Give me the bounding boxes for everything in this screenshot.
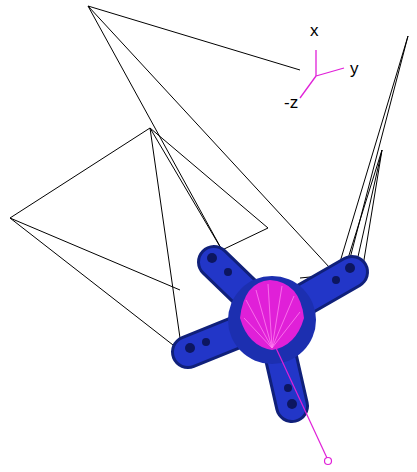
axis-triad xyxy=(300,50,344,98)
load-vector xyxy=(276,348,332,465)
axis-line xyxy=(315,50,316,76)
cable-line xyxy=(355,150,382,270)
cable-line xyxy=(150,128,182,352)
axis-label: y xyxy=(350,60,359,77)
mesh-dome xyxy=(240,280,304,350)
cable-line xyxy=(88,6,300,70)
bolt-hole xyxy=(332,276,340,284)
axis-label: x xyxy=(310,22,319,39)
bolt-hole xyxy=(224,268,232,276)
part-outline xyxy=(188,262,352,406)
bolt-hole xyxy=(202,338,210,346)
cable-line xyxy=(88,6,330,268)
cable-line xyxy=(10,128,182,352)
bolt-hole xyxy=(284,384,292,392)
bolt-hole xyxy=(207,253,217,263)
mesh-ray xyxy=(244,284,300,348)
bolt-holes xyxy=(185,253,355,409)
part-body xyxy=(188,262,352,406)
connector-lines xyxy=(10,6,408,352)
cable-line xyxy=(150,128,222,250)
cable-line xyxy=(348,36,408,266)
cable-line xyxy=(150,128,268,250)
axis-line xyxy=(316,68,344,76)
bolt-hole xyxy=(345,263,355,273)
bolt-hole xyxy=(185,343,195,353)
load-point xyxy=(325,458,332,465)
axis-label: -z xyxy=(284,94,298,111)
bolt-hole xyxy=(287,399,297,409)
cable-line xyxy=(362,150,382,272)
cable-line xyxy=(88,6,222,250)
cross-part xyxy=(185,253,355,409)
cable-line xyxy=(345,150,382,268)
load-line xyxy=(276,348,327,458)
axis-line xyxy=(300,76,316,98)
mesh-rays xyxy=(244,284,300,348)
cable-line xyxy=(340,36,408,262)
cable-line xyxy=(10,218,180,290)
part-hub xyxy=(228,276,316,364)
